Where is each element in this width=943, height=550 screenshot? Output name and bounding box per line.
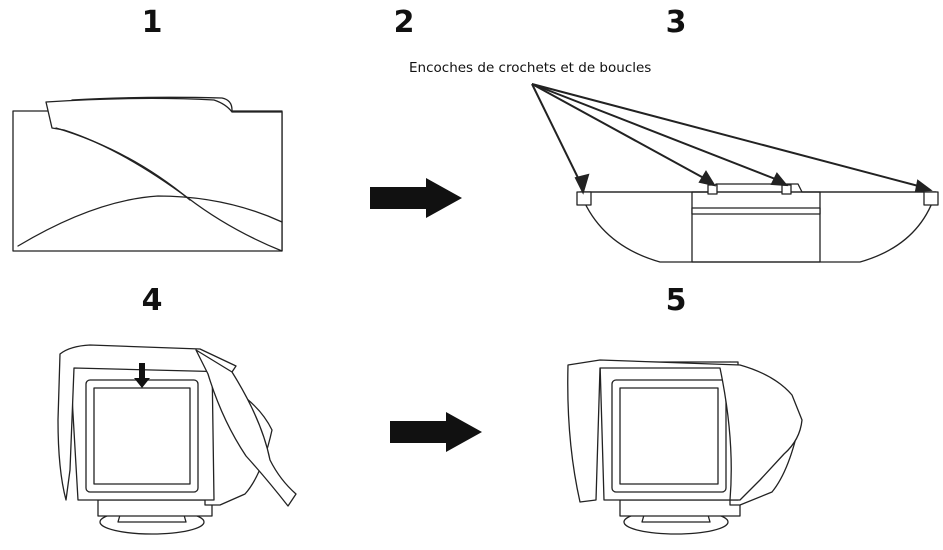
arrow-icon: [370, 178, 462, 218]
down-arrow-icon: [134, 363, 150, 388]
step-number-4: 4: [141, 283, 163, 318]
step-number-2: 2: [393, 5, 415, 40]
step-number-5: 5: [665, 283, 687, 318]
notch-right: [923, 191, 939, 206]
step-number-3: 3: [665, 5, 687, 40]
notches-callout-label: Encoches de crochets et de boucles: [409, 60, 652, 76]
arrow-icon: [390, 412, 482, 452]
callout-pointer-arrows: [531, 83, 933, 195]
step-number-1: 1: [141, 5, 163, 40]
